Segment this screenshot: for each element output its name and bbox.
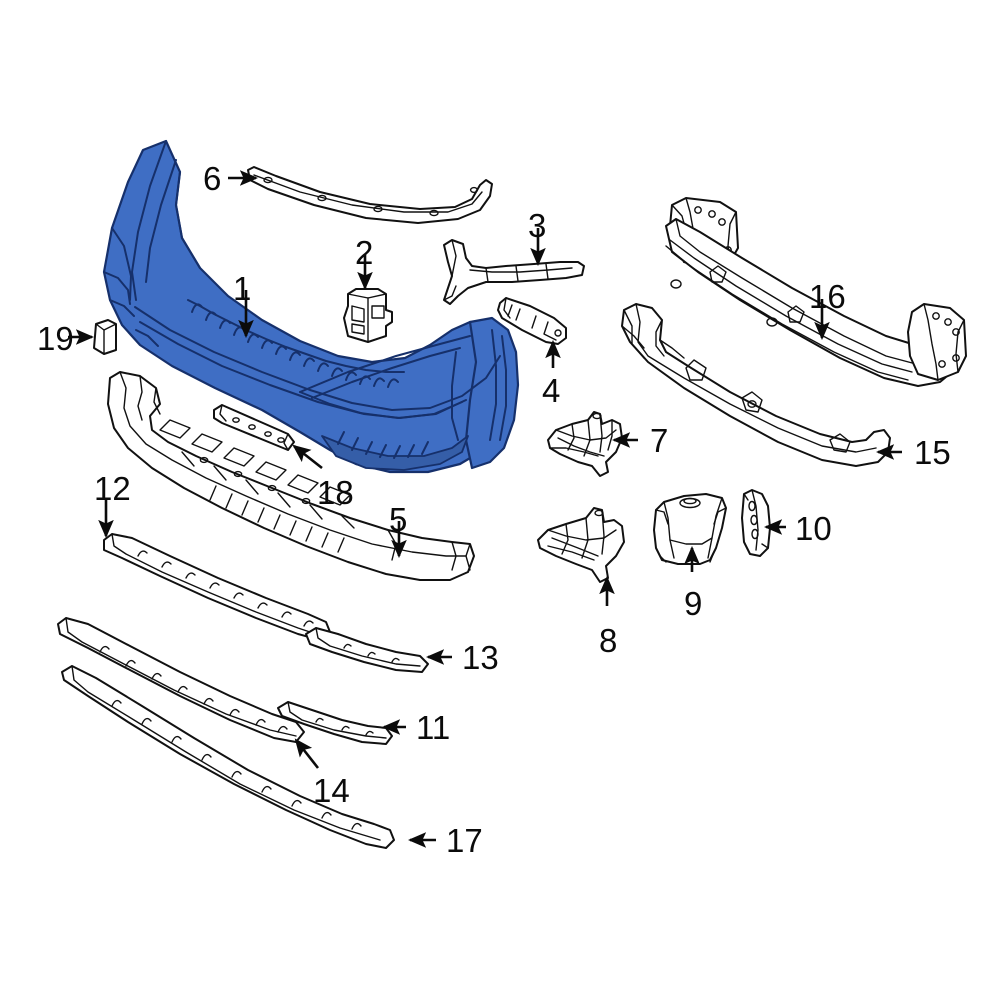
callout-label-11: 11 xyxy=(416,709,451,746)
part-11-lower-grille-molding-mid[interactable] xyxy=(277,701,393,745)
part-14-lower-grille-molding-long[interactable] xyxy=(57,617,305,743)
part-17-lowest-grille-molding[interactable] xyxy=(61,665,395,849)
part-15-bumper-absorber[interactable] xyxy=(621,303,891,467)
part-18-license-plate-bracket[interactable] xyxy=(213,404,295,451)
callout-label-5: 5 xyxy=(389,501,408,538)
callout-label-14: 14 xyxy=(313,772,350,809)
part-2-bumper-bracket[interactable] xyxy=(343,288,393,343)
part-9-tow-hook-cover-housing[interactable] xyxy=(653,493,727,565)
callout-label-15: 15 xyxy=(914,434,951,471)
callout-label-12: 12 xyxy=(94,470,131,507)
callout-label-10: 10 xyxy=(795,510,832,547)
callout-label-18: 18 xyxy=(317,474,354,511)
part-3-upper-support-arm[interactable] xyxy=(443,239,585,305)
callout-leader-lines xyxy=(68,170,902,848)
part-12-upper-lower-grille-molding[interactable] xyxy=(103,533,331,641)
callout-label-16: 16 xyxy=(809,278,846,315)
callout-label-7: 7 xyxy=(650,422,669,459)
callout-label-6: 6 xyxy=(203,160,222,197)
callout-label-1: 1 xyxy=(233,270,252,307)
callout-label-4: 4 xyxy=(542,372,561,409)
callout-label-9: 9 xyxy=(684,585,703,622)
part-6-upper-grille-molding[interactable] xyxy=(247,166,493,224)
part-13-grille-molding-short[interactable] xyxy=(305,627,429,673)
callout-label-8: 8 xyxy=(599,622,618,659)
callout-label-19: 19 xyxy=(37,320,74,357)
part-19-small-clip-spacer[interactable] xyxy=(93,319,117,355)
part-16-bumper-reinforcement-beam[interactable] xyxy=(665,197,967,387)
callout-label-2: 2 xyxy=(355,234,374,271)
part-1-front-bumper-cover[interactable] xyxy=(102,139,520,474)
part-8-left-fog-lamp-bezel[interactable] xyxy=(537,507,625,583)
callout-label-17: 17 xyxy=(446,822,483,859)
part-4-side-bracket[interactable] xyxy=(497,297,567,345)
callout-label-3: 3 xyxy=(528,207,547,244)
part-7-right-fog-lamp-bezel[interactable] xyxy=(547,411,623,477)
part-10-side-retainer-strip[interactable] xyxy=(741,489,771,557)
callout-label-13: 13 xyxy=(462,639,499,676)
